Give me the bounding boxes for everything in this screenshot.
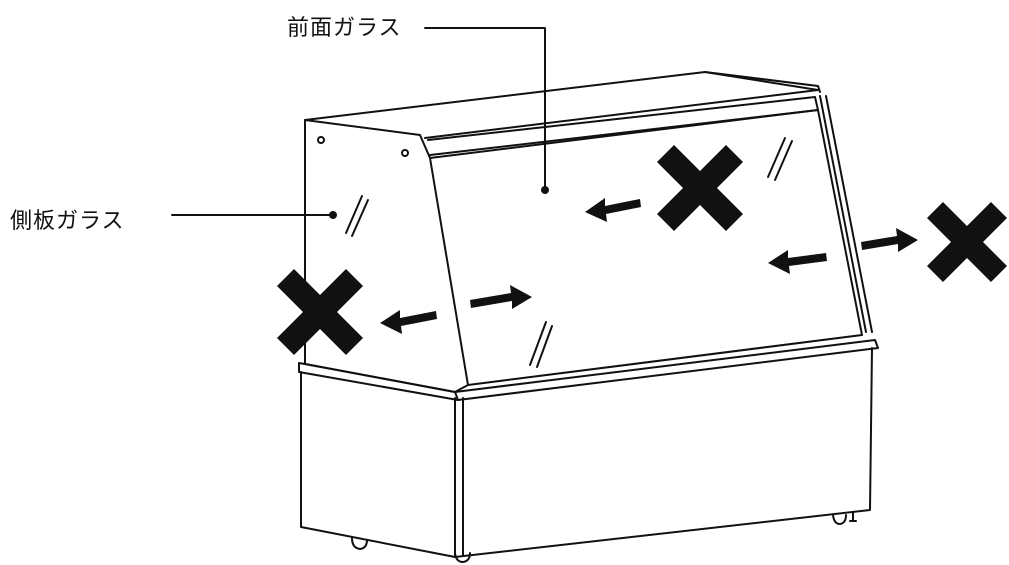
arrow-icon <box>380 310 437 334</box>
side-panel-bolt-2 <box>401 149 409 157</box>
top-frame <box>304 71 819 139</box>
caster-front <box>454 552 471 563</box>
base-rim <box>298 339 879 401</box>
arrow-icon <box>585 198 641 222</box>
arrow-icon <box>470 285 532 309</box>
caster-left <box>351 537 368 550</box>
leader-front-glass <box>424 27 546 191</box>
glass-hatch-icon <box>345 195 369 237</box>
side-glass-label: 側板ガラス <box>10 209 125 234</box>
glass-hatch-icon <box>767 137 793 181</box>
glass-hatch-icon <box>529 321 553 368</box>
cross-mark-icon <box>657 145 743 231</box>
front-glass-label: 前面ガラス <box>287 16 402 41</box>
arrow-icon <box>768 250 827 274</box>
side-glass-panel <box>304 119 469 393</box>
arrow-icon <box>861 228 918 252</box>
cross-mark-icon <box>927 202 1007 282</box>
front-glass-panel <box>429 109 863 386</box>
cross-mark-icon <box>277 269 363 355</box>
top-frame-lip <box>427 96 819 156</box>
side-panel-bolt-1 <box>317 136 325 144</box>
caster-right <box>832 514 847 525</box>
